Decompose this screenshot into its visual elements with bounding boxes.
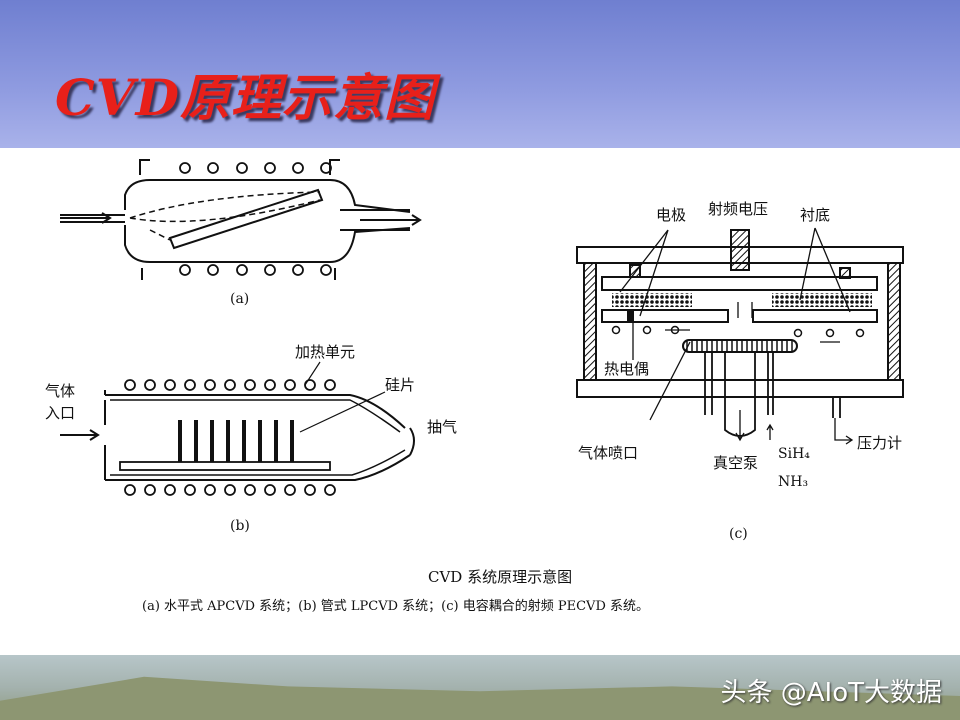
label-a: (a) — [230, 291, 249, 307]
thermocouple-label: 热电偶 — [604, 360, 649, 378]
right-wall — [887, 262, 901, 381]
diagram-b: 加热单元 硅片 气体 入口 抽气 (b) — [45, 343, 457, 534]
thermocouple — [627, 309, 634, 323]
electrode-label: 电极 — [656, 206, 686, 224]
lower-electrode — [601, 309, 878, 323]
wafer-label: 硅片 — [385, 376, 415, 394]
caption-text: (a) 水平式 APCVD 系统；(b) 管式 LPCVD 系统；(c) 电容耦… — [142, 598, 649, 614]
diagram-a: (a) — [60, 159, 422, 307]
watermark: 头条 @AIoT大数据 — [720, 678, 942, 708]
leader-lines-b — [299, 361, 386, 433]
nh3-label: NH₃ — [778, 474, 808, 490]
reactor-a-body — [60, 159, 411, 280]
gas-inlet-label-2: 入口 — [45, 404, 75, 422]
upper-electrode — [601, 276, 878, 291]
left-wall — [583, 262, 597, 381]
gas-nozzle-ring — [682, 339, 798, 353]
gas-inlet-label-1: 气体 — [45, 382, 75, 400]
heater-coils-b — [124, 379, 336, 496]
arrow-in-b — [60, 429, 100, 441]
arrow-in-a — [60, 212, 112, 224]
diagram-c: 电极 射频电压 衬底 热电偶 气体喷口 真空泵 SiH₄ NH₃ 压力计 (c) — [576, 200, 904, 542]
sih4-label: SiH₄ — [778, 446, 810, 462]
label-b: (b) — [230, 518, 250, 534]
slide-header — [0, 0, 960, 148]
bottom-plate — [576, 379, 904, 398]
slide-title: CVD原理示意图 — [55, 68, 435, 127]
wafers-b — [178, 420, 294, 462]
rf-feedthrough — [730, 229, 750, 271]
caption-title: CVD 系统原理示意图 — [428, 568, 572, 586]
arrow-out-a — [360, 214, 422, 226]
heater-label: 加热单元 — [295, 343, 355, 361]
rf-voltage-label: 射频电压 — [708, 200, 768, 218]
heater-coils-a — [179, 162, 332, 276]
gas-flow-dashes — [129, 191, 321, 241]
exhaust-label: 抽气 — [427, 418, 457, 436]
wafer-a — [168, 188, 324, 250]
vacuum-pump-label: 真空泵 — [713, 454, 758, 472]
tube-b — [104, 390, 415, 481]
pressure-gauge-label: 压力计 — [857, 434, 902, 452]
substrate-label: 衬底 — [800, 206, 830, 224]
wafer-boat — [119, 461, 331, 471]
label-c: (c) — [729, 526, 748, 542]
gas-nozzle-label: 气体喷口 — [578, 444, 638, 462]
